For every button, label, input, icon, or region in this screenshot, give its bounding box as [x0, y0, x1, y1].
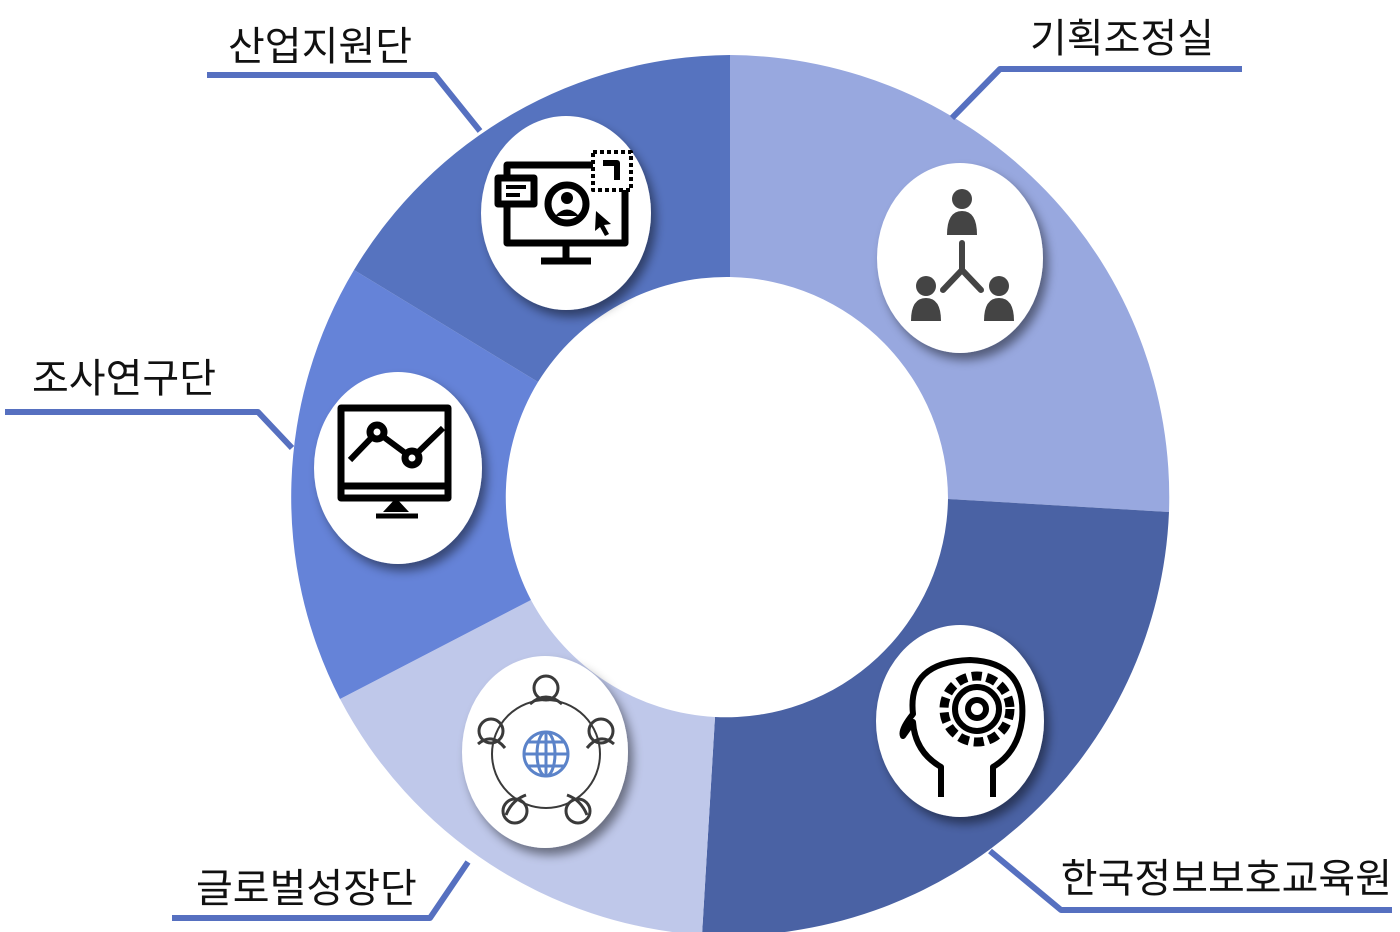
- connector-research: [5, 409, 295, 451]
- org-chart-icon: [911, 189, 1014, 321]
- label-industry: 산업지원단: [228, 24, 412, 70]
- label-planning: 기획조정실: [1030, 16, 1214, 62]
- label-kisa-academy: 한국정보보호교육원: [1061, 856, 1392, 902]
- label-global: 글로벌성장단: [196, 866, 417, 912]
- connector-lines: [5, 66, 1392, 921]
- head-gear-icon: [899, 657, 1026, 797]
- disc-industry: [481, 116, 651, 310]
- connector-global: [172, 860, 471, 921]
- disc-kisa-academy: [876, 625, 1044, 817]
- globe-icon: [522, 730, 570, 778]
- analytics-monitor-icon: [337, 404, 452, 519]
- connector-industry: [207, 72, 483, 133]
- online-support-monitor-icon: [494, 150, 633, 265]
- global-meeting-icon: [477, 674, 615, 825]
- disc-planning: [877, 163, 1043, 353]
- disc-global: [462, 656, 628, 848]
- disc-research: [314, 372, 482, 564]
- label-research: 조사연구단: [32, 356, 216, 402]
- connector-kisa-academy: [988, 848, 1392, 913]
- connector-planning: [949, 66, 1242, 121]
